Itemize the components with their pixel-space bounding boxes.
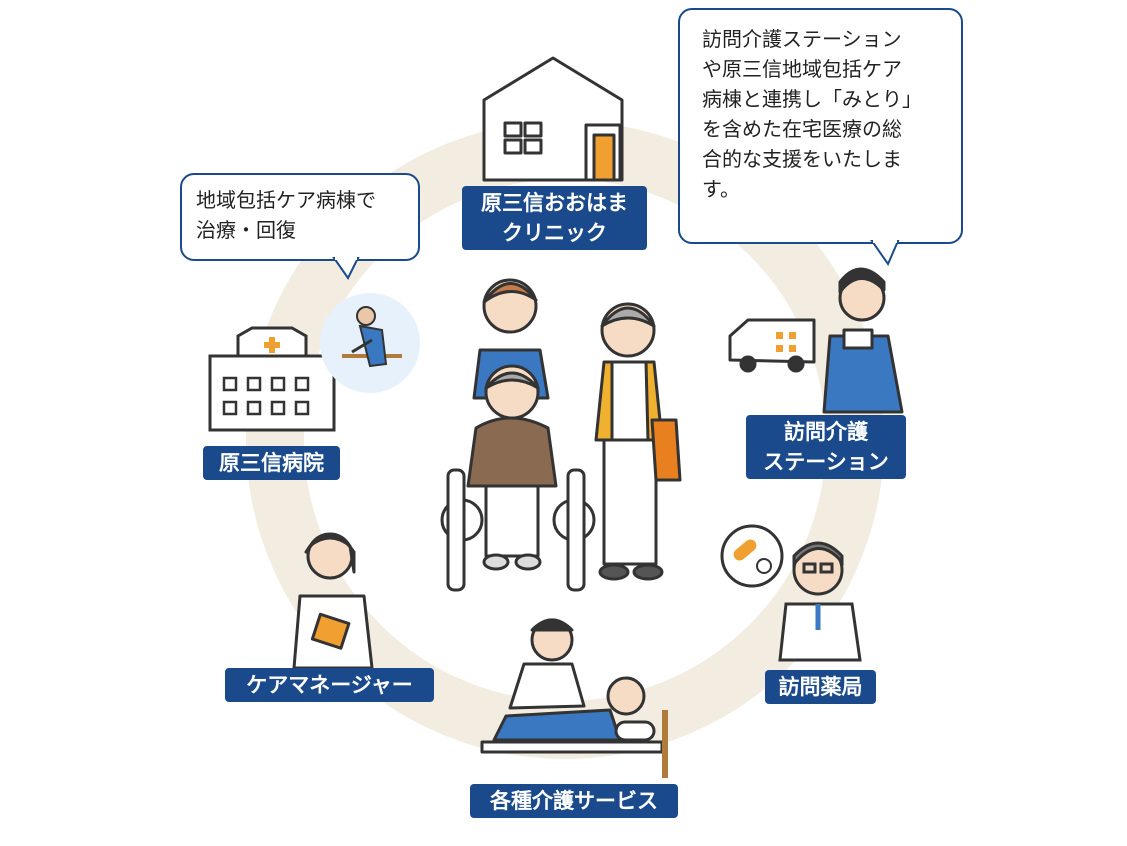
pharmacist-icon <box>778 541 862 662</box>
house-icon <box>482 56 624 182</box>
station-bubble-line5: 合的な支援をいたしま <box>702 147 902 171</box>
caregiver-icon <box>508 618 586 710</box>
patient-in-bed-icon <box>480 676 668 778</box>
care-manager-label-text: ケアマネージャー <box>246 673 413 697</box>
care-manager-label[interactable]: ケアマネージャー <box>225 668 434 702</box>
station-label-line2: ステーション <box>763 450 889 474</box>
hospital-label-text: 原三信病院 <box>219 451 324 475</box>
station-bubble-line4: を含めた在宅医療の総 <box>702 117 902 141</box>
ambulance-icon <box>728 318 816 373</box>
hospital-label[interactable]: 原三信病院 <box>203 446 340 480</box>
clinic-label[interactable]: 原三信おおはま クリニック <box>462 186 647 250</box>
care-manager-icon <box>292 532 374 670</box>
clinic-label-line2: クリニック <box>502 221 607 245</box>
rehab-patient-icon <box>320 293 420 393</box>
station-label[interactable]: 訪問介護 ステーション <box>746 415 906 479</box>
clinic-label-line1: 原三信おおはま <box>481 191 628 215</box>
hospital-bubble: 地域包括ケア病棟で 治療・回復 <box>180 173 420 261</box>
hospital-icon <box>208 326 336 432</box>
care-services-label-text: 各種介護サービス <box>490 789 658 813</box>
station-bubble-line3: 病棟と連携し「みとり」 <box>702 87 922 111</box>
wheelchair-family-icon <box>440 278 682 592</box>
station-bubble: 訪問介護ステーション や原三信地域包括ケア 病棟と連携し「みとり」 を含めた在宅… <box>678 8 963 244</box>
station-bubble-line6: す。 <box>702 177 740 201</box>
pharmacy-label[interactable]: 訪問薬局 <box>765 670 876 704</box>
station-bubble-line1: 訪問介護ステーション <box>702 27 902 51</box>
care-services-label[interactable]: 各種介護サービス <box>470 784 678 818</box>
station-label-line1: 訪問介護 <box>784 420 868 444</box>
pill-icon <box>720 524 784 588</box>
pharmacy-label-text: 訪問薬局 <box>778 675 863 699</box>
hospital-bubble-line1: 地域包括ケア病棟で <box>196 188 376 212</box>
nurse-icon <box>822 267 904 414</box>
hospital-bubble-line2: 治療・回復 <box>196 218 296 242</box>
station-bubble-line2: や原三信地域包括ケア <box>702 57 902 81</box>
